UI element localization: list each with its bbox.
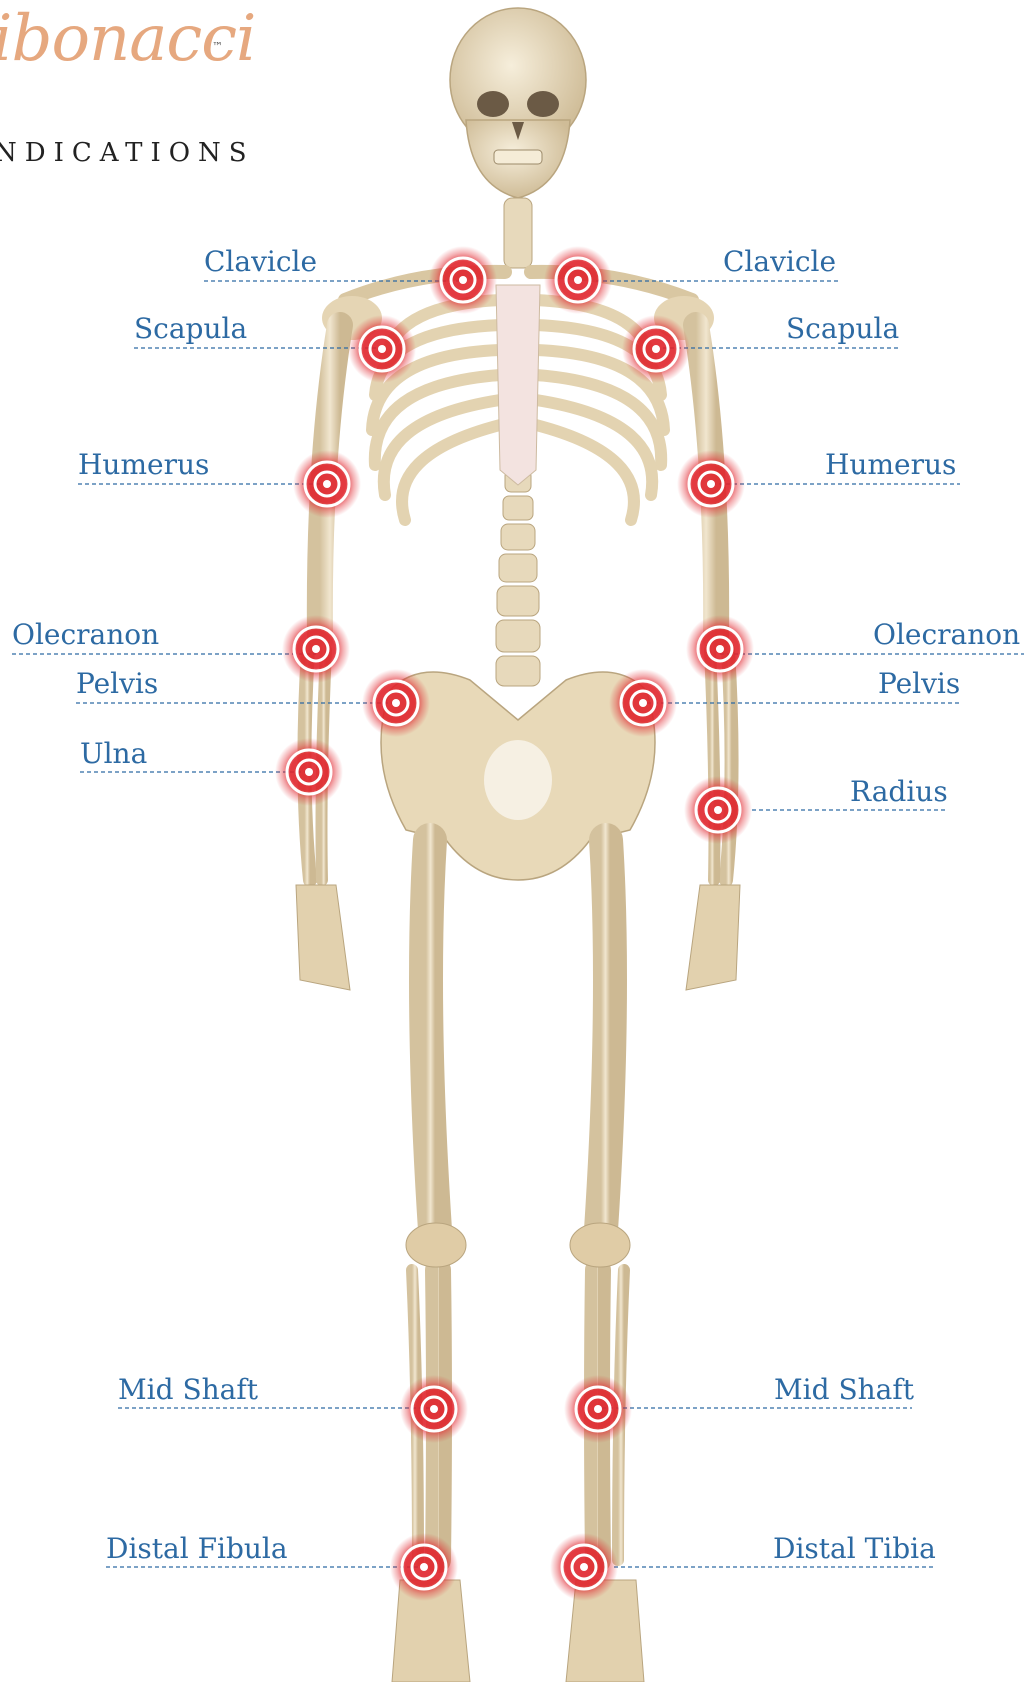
target-pelvis-right <box>609 669 677 737</box>
label-scapula-right: Scapula <box>786 315 899 343</box>
hands <box>296 885 740 990</box>
label-midshaft-right: Mid Shaft <box>774 1376 914 1404</box>
target-midshaft-right <box>564 1375 632 1443</box>
label-distal-fibula: Distal Fibula <box>106 1535 288 1563</box>
target-midshaft-left <box>400 1375 468 1443</box>
label-scapula-left: Scapula <box>134 315 247 343</box>
target-olecranon-right <box>686 615 754 683</box>
target-humerus-right <box>677 450 745 518</box>
label-distal-tibia: Distal Tibia <box>773 1535 936 1563</box>
target-scapula-left <box>348 315 416 383</box>
label-olecranon-left: Olecranon <box>12 621 159 649</box>
target-ulna <box>275 738 343 806</box>
label-radius: Radius <box>850 778 948 806</box>
target-clavicle-left <box>429 246 497 314</box>
target-clavicle-right <box>544 246 612 314</box>
label-ulna: Ulna <box>80 740 147 768</box>
label-olecranon-right: Olecranon <box>873 621 1020 649</box>
label-midshaft-left: Mid Shaft <box>118 1376 258 1404</box>
target-olecranon-left <box>282 615 350 683</box>
target-distal-fibula <box>390 1533 458 1601</box>
label-clavicle-left: Clavicle <box>204 248 317 276</box>
target-scapula-right <box>622 315 690 383</box>
target-pelvis-left <box>362 669 430 737</box>
label-clavicle-right: Clavicle <box>723 248 836 276</box>
target-distal-tibia <box>550 1533 618 1601</box>
skull <box>450 8 586 198</box>
kneecaps <box>406 1223 630 1267</box>
label-pelvis-right: Pelvis <box>878 670 960 698</box>
target-humerus-left <box>293 450 361 518</box>
legs <box>412 840 624 1560</box>
target-radius <box>684 776 752 844</box>
label-humerus-right: Humerus <box>825 451 956 479</box>
label-pelvis-left: Pelvis <box>76 670 158 698</box>
label-humerus-left: Humerus <box>78 451 209 479</box>
